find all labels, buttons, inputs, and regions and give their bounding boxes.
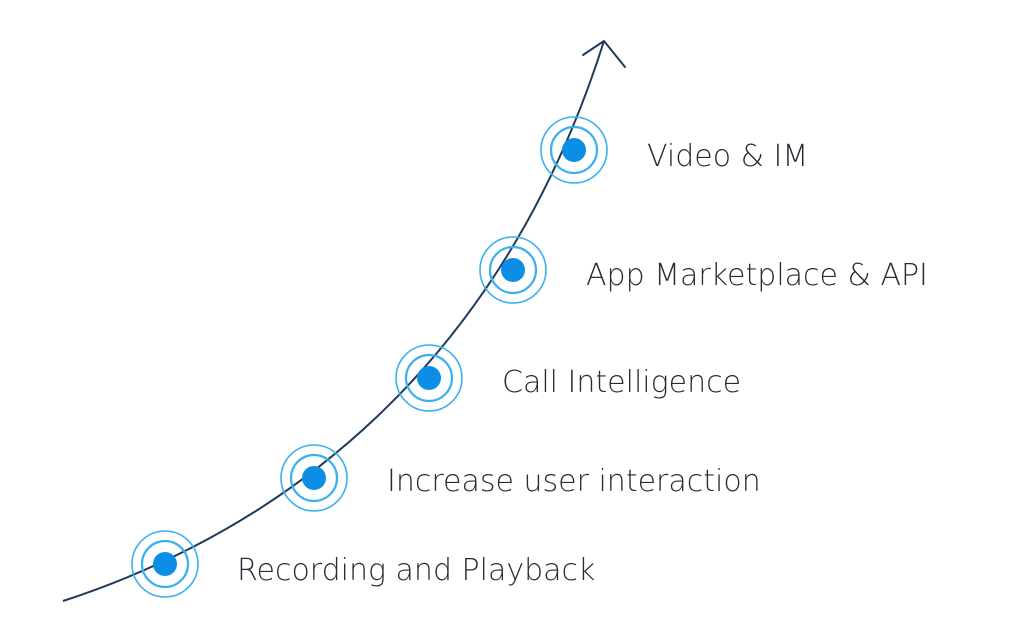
- milestone-label: Recording and Playback: [237, 553, 595, 588]
- milestone-inner-ring: [488, 245, 538, 295]
- milestone-call-intelligence: Call Intelligence: [395, 344, 741, 412]
- milestone-inner-ring: [549, 125, 599, 175]
- milestone-dot: [153, 552, 177, 576]
- milestone-dot: [417, 366, 441, 390]
- milestone-dot: [302, 466, 326, 490]
- growth-curve: [62, 40, 605, 602]
- milestone-outer-ring: [540, 116, 608, 184]
- milestone-inner-ring: [404, 353, 454, 403]
- milestone-video-and-im: Video & IM: [540, 116, 808, 184]
- milestone-label: Call Intelligence: [502, 365, 741, 400]
- milestone-inner-ring: [140, 539, 190, 589]
- milestone-recording-and-playback: Recording and Playback: [131, 530, 595, 598]
- milestone-outer-ring: [131, 530, 199, 598]
- milestone-label: Video & IM: [647, 139, 808, 174]
- milestone-dot: [501, 258, 525, 282]
- milestone-increase-user-interaction: Increase user interaction: [280, 444, 761, 512]
- milestone-label: Increase user interaction: [387, 464, 761, 499]
- milestone-outer-ring: [479, 236, 547, 304]
- milestone-inner-ring: [289, 453, 339, 503]
- arrow-head-icon: [582, 40, 626, 68]
- milestone-label: App Marketplace & API: [586, 258, 928, 293]
- milestone-dot: [562, 138, 586, 162]
- milestone-outer-ring: [280, 444, 348, 512]
- milestone-app-marketplace-and-api: App Marketplace & API: [479, 236, 928, 304]
- milestone-outer-ring: [395, 344, 463, 412]
